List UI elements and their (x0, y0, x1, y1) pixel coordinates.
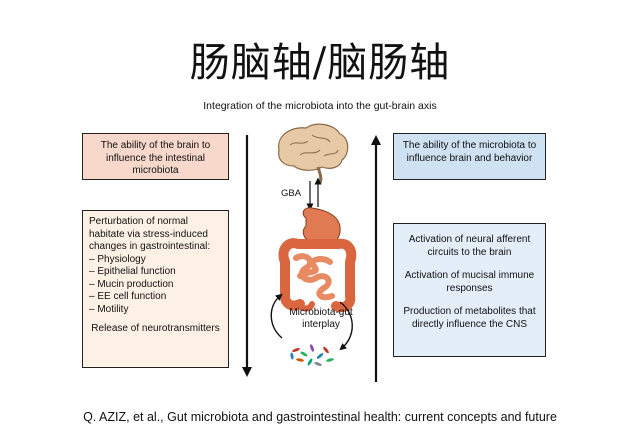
effect-item: Activation of mucisal immune responses (404, 270, 535, 294)
perturbation-line: – Physiology (89, 253, 146, 265)
perturbation-line: – Motility (89, 303, 129, 315)
perturbation-line: – EE cell function (89, 291, 167, 302)
stress-perturbation-box: Perturbation of normal habitate via stre… (82, 210, 229, 368)
microbiota-effects-box: Activation of neural afferent circuits t… (393, 223, 546, 357)
brain-influence-box: The ability of the brain to influence th… (82, 133, 229, 180)
perturbation-line: changes in gastrointestinal: (89, 241, 211, 252)
microbiota-icon (290, 344, 334, 366)
effect-item: Production of metabolites that directly … (403, 306, 536, 330)
perturbation-line: – Mucin production (89, 278, 174, 290)
slide-title: 肠脑轴/脑肠轴 (189, 40, 451, 86)
release-neurotransmitters-text: Release of neurotransmitters (91, 323, 220, 334)
citation-text: Q. AZIZ, et al., Gut microbiota and gast… (83, 410, 557, 424)
interplay-right-arrow (339, 301, 353, 351)
microbiota-influence-box: The ability of the microbiota to influen… (393, 133, 546, 180)
brain-icon (278, 123, 349, 184)
perturbation-line: Perturbation of normal (89, 216, 188, 227)
diagram-caption: Integration of the microbiota into the g… (203, 100, 437, 112)
gba-label: GBA (281, 188, 302, 199)
gut-icon (278, 207, 357, 313)
perturbation-line: – Epithelial function (89, 266, 176, 277)
perturbation-line: habitate via stress-induced (89, 228, 208, 240)
effect-item: Activation of neural afferent circuits t… (408, 234, 531, 258)
interplay-left-arrow (270, 293, 283, 339)
interplay-label: Microbiota-gut interplay (289, 307, 353, 330)
